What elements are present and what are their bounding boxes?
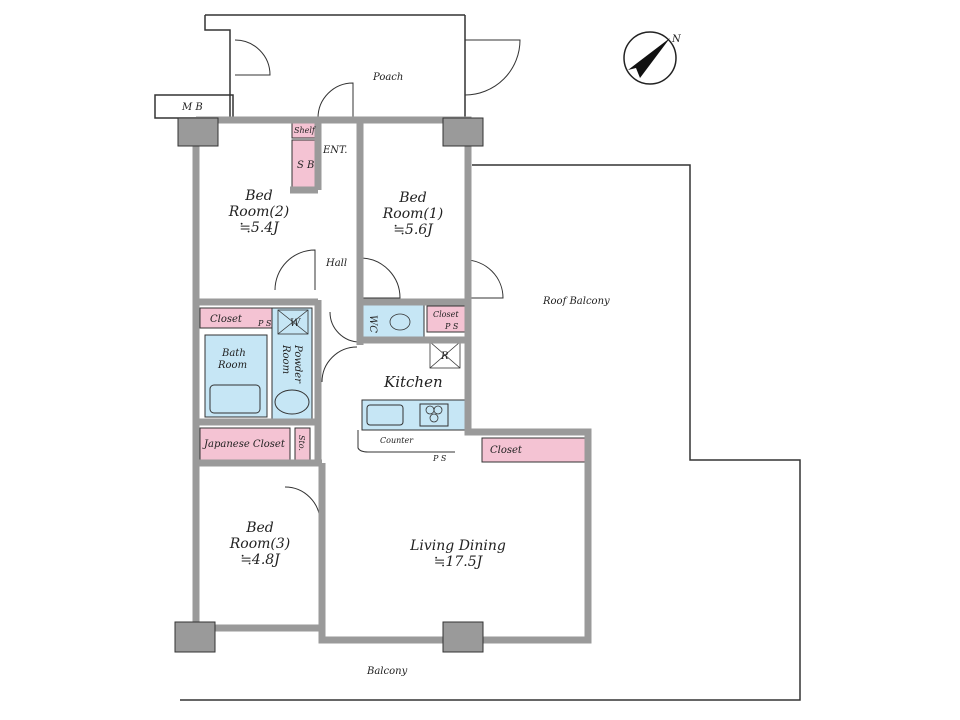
kitchen-label: Kitchen — [383, 373, 443, 391]
door-swings — [234, 39, 521, 523]
poach-label: Poach — [372, 72, 403, 83]
bed2-label: Bed — [244, 188, 273, 204]
wc — [361, 304, 425, 339]
fridge-label: R — [440, 351, 449, 362]
ps-label-1: P S — [257, 319, 272, 328]
closet-bed2 — [199, 307, 273, 329]
sto-label: Sto. — [297, 435, 306, 451]
washbasin-icon — [274, 389, 310, 415]
living-label: Living Dining — [409, 538, 506, 554]
closet-bed1 — [426, 305, 466, 333]
roof-balcony-label: Roof Balcony — [542, 296, 610, 307]
sb-label: S B — [297, 160, 314, 171]
closet-bed1-label: Closet — [433, 310, 459, 319]
north-arrow-icon — [623, 31, 677, 85]
bed3-label: Bed — [245, 520, 274, 536]
bed3-area: ≒4.8J — [240, 552, 281, 568]
bath-label-2: Room — [217, 360, 247, 371]
ps-label-2: P S — [444, 322, 459, 331]
ent-label: ENT. — [322, 145, 347, 156]
walls — [192, 116, 592, 644]
hall-label: Hall — [325, 258, 347, 269]
bed1-area: ≒5.6J — [393, 222, 434, 238]
bath-label: Bath — [221, 348, 246, 359]
compass-label: N — [671, 34, 682, 45]
shelf-label: Shelf — [294, 126, 317, 135]
ps-label-3: P S — [432, 454, 447, 463]
mb-label: M B — [181, 102, 203, 113]
closet-living-label: Closet — [490, 445, 523, 456]
washer-label: W — [290, 318, 301, 329]
japanese-closet — [199, 427, 291, 461]
shoe-box — [291, 139, 317, 194]
balcony-label: Balcony — [366, 666, 408, 677]
bed1-label-2: Room(1) — [382, 206, 444, 222]
living-area: ≒17.5J — [434, 554, 484, 570]
powder-label: Powder — [292, 344, 303, 384]
powder-label-2: Room — [280, 344, 291, 374]
stove-icon — [419, 403, 449, 427]
bed1-label: Bed — [398, 190, 427, 206]
bed3-label-2: Room(3) — [229, 536, 291, 552]
toilet-icon — [389, 313, 411, 331]
washer-space — [277, 309, 309, 335]
bathtub-icon — [209, 384, 261, 414]
bed2-label-2: Room(2) — [228, 204, 290, 220]
sink-icon — [366, 404, 404, 426]
columns — [174, 117, 484, 653]
wc-label: WC — [367, 315, 378, 333]
counter-label: Counter — [380, 436, 414, 445]
japanese-closet-label: Japanese Closet — [202, 439, 286, 450]
bed2-area: ≒5.4J — [239, 220, 280, 236]
closet-bed2-label: Closet — [210, 314, 243, 325]
